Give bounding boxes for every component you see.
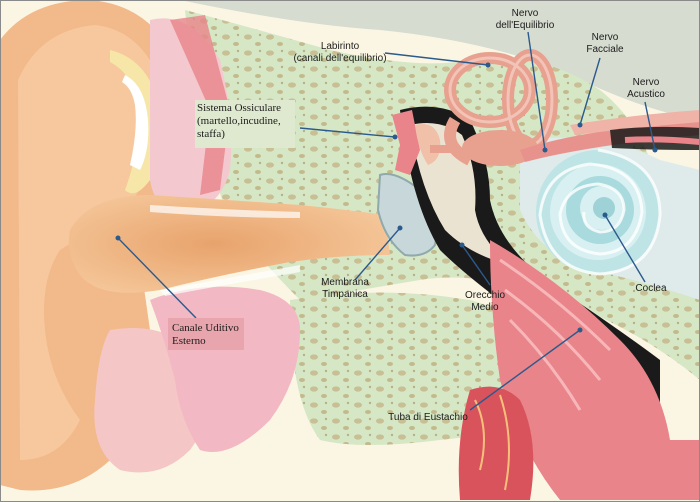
canal-lining-bottom: [160, 265, 300, 296]
cartilage-highlight: [122, 75, 149, 170]
label-sistema-ossiculare: Sistema Ossiculare (martello,incudine, s…: [197, 102, 282, 140]
leader-lines: [117, 31, 656, 411]
eustachian-muscle: [490, 240, 700, 500]
facial-nerve-band: [570, 110, 700, 135]
leader-dots: [115, 62, 658, 333]
label-orecchio-medio: Orecchio Medio: [464, 290, 505, 313]
label-labirinto: Labirinto (canali dell'equilibrio): [293, 41, 387, 64]
label-canale-uditivo: Canale Uditivo Esterno: [172, 322, 239, 347]
incus: [415, 124, 441, 165]
stapes: [430, 145, 452, 153]
ossicular-label-box: [195, 100, 295, 148]
vessels: [474, 394, 510, 491]
acoustic-nerve: [624, 136, 700, 145]
label-tuba-eustachio: Tuba di Eustachio: [388, 412, 468, 423]
label-nervo-equilibrio: Nervo dell'Equilibrio: [495, 8, 555, 31]
label-nervo-facciale: Nervo Facciale: [586, 32, 624, 55]
skull-surface: [180, 0, 700, 120]
canal-label-box: [168, 318, 244, 350]
cochlea: [536, 148, 662, 276]
pinna-inner: [18, 25, 164, 460]
cartilage-upper: [110, 50, 162, 194]
vestibule: [462, 130, 538, 166]
canal-lining-top: [150, 205, 300, 218]
label-membrana-timpanica: Membrana Timpanica: [321, 277, 369, 300]
label-nervo-acustico: Nervo Acustico: [627, 77, 665, 100]
muscle-fibers: [499, 258, 612, 411]
ear-canal: [68, 195, 390, 293]
malleus: [392, 110, 420, 175]
upper-muscle: [170, 15, 230, 195]
label-coclea: Coclea: [635, 283, 667, 294]
lower-muscle: [458, 386, 534, 500]
